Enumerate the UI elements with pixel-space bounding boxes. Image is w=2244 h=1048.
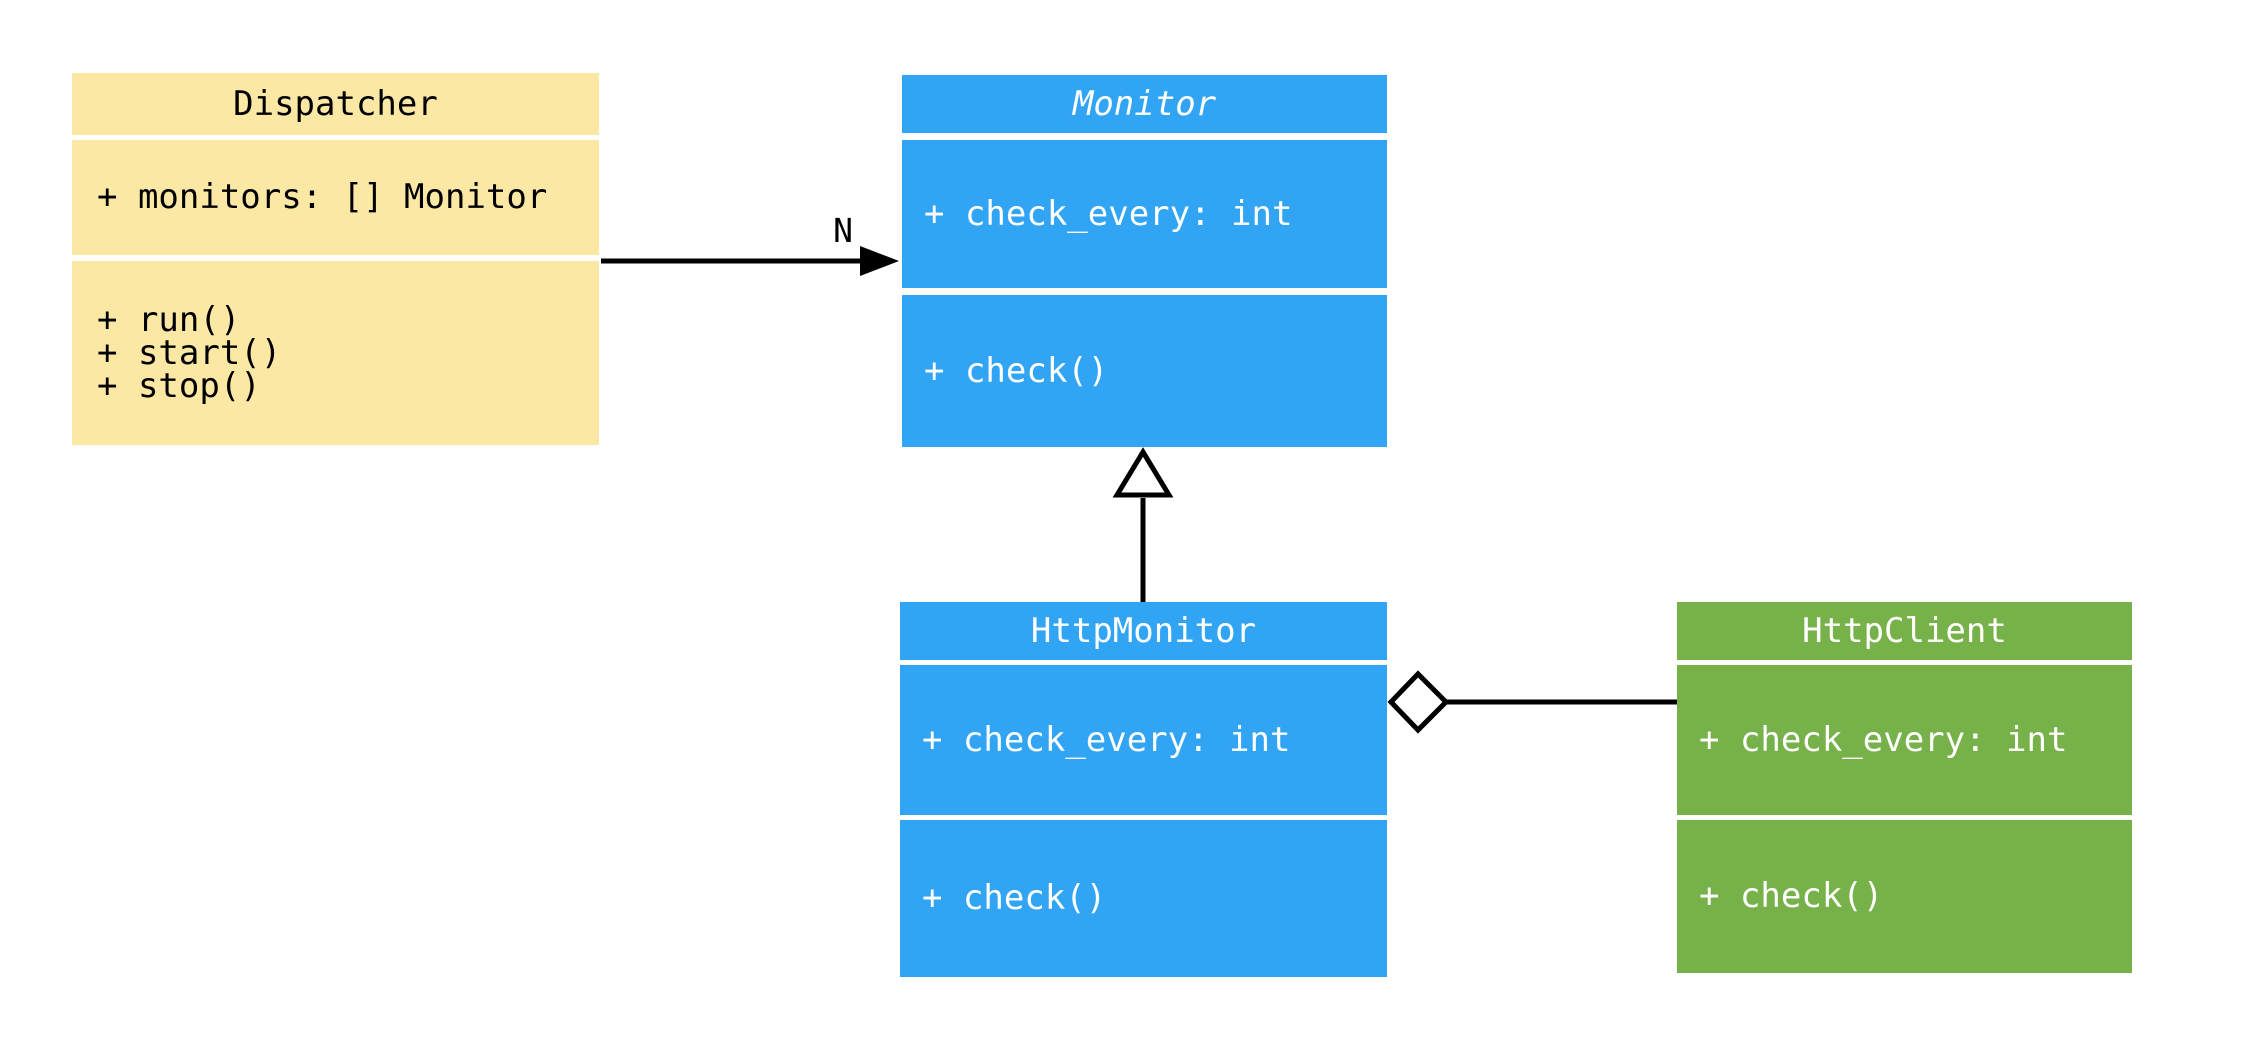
class-box-httpclient: HttpClient + check_every: int + check() [1677, 602, 2132, 973]
attribute: + check_every: int [1699, 719, 2068, 760]
attribute: + check_every: int [922, 719, 1291, 760]
aggregation-httpmonitor-httpclient [1387, 670, 1677, 734]
multiplicity-label: N [833, 211, 853, 250]
attribute: + check_every: int [924, 193, 1293, 234]
method: + run() [97, 299, 241, 340]
method: + check() [922, 878, 1107, 918]
class-box-monitor: Monitor + check_every: int + check() [902, 75, 1387, 447]
class-attributes: + check_every: int [902, 140, 1387, 288]
association-dispatcher-monitor: N [601, 211, 899, 276]
class-methods: + check() [1677, 820, 2132, 973]
hollow-triangle-icon [1112, 447, 1174, 498]
method: + start() [97, 332, 282, 373]
class-title: Dispatcher [72, 73, 599, 135]
attribute: + monitors: [] Monitor [97, 177, 548, 217]
class-title: Monitor [902, 75, 1387, 133]
method: + check() [1699, 876, 1884, 916]
class-box-httpmonitor: HttpMonitor + check_every: int + check() [900, 602, 1387, 977]
class-title: HttpMonitor [900, 602, 1387, 660]
class-methods: + check() [900, 820, 1387, 977]
inheritance-httpmonitor-monitor [1112, 447, 1174, 602]
class-attributes: + monitors: [] Monitor [72, 140, 599, 255]
filled-arrowhead-icon [860, 246, 899, 276]
method: + stop() [97, 365, 261, 406]
class-attributes: + check_every: int [900, 665, 1387, 815]
class-attributes: + check_every: int [1677, 665, 2132, 815]
hollow-diamond-icon [1387, 670, 1450, 734]
class-title: HttpClient [1677, 602, 2132, 660]
method: + check() [924, 350, 1109, 391]
class-methods: + check() [902, 295, 1387, 447]
class-methods: + run() + start() + stop() [72, 261, 599, 445]
class-box-dispatcher: Dispatcher + monitors: [] Monitor + run(… [72, 73, 599, 445]
